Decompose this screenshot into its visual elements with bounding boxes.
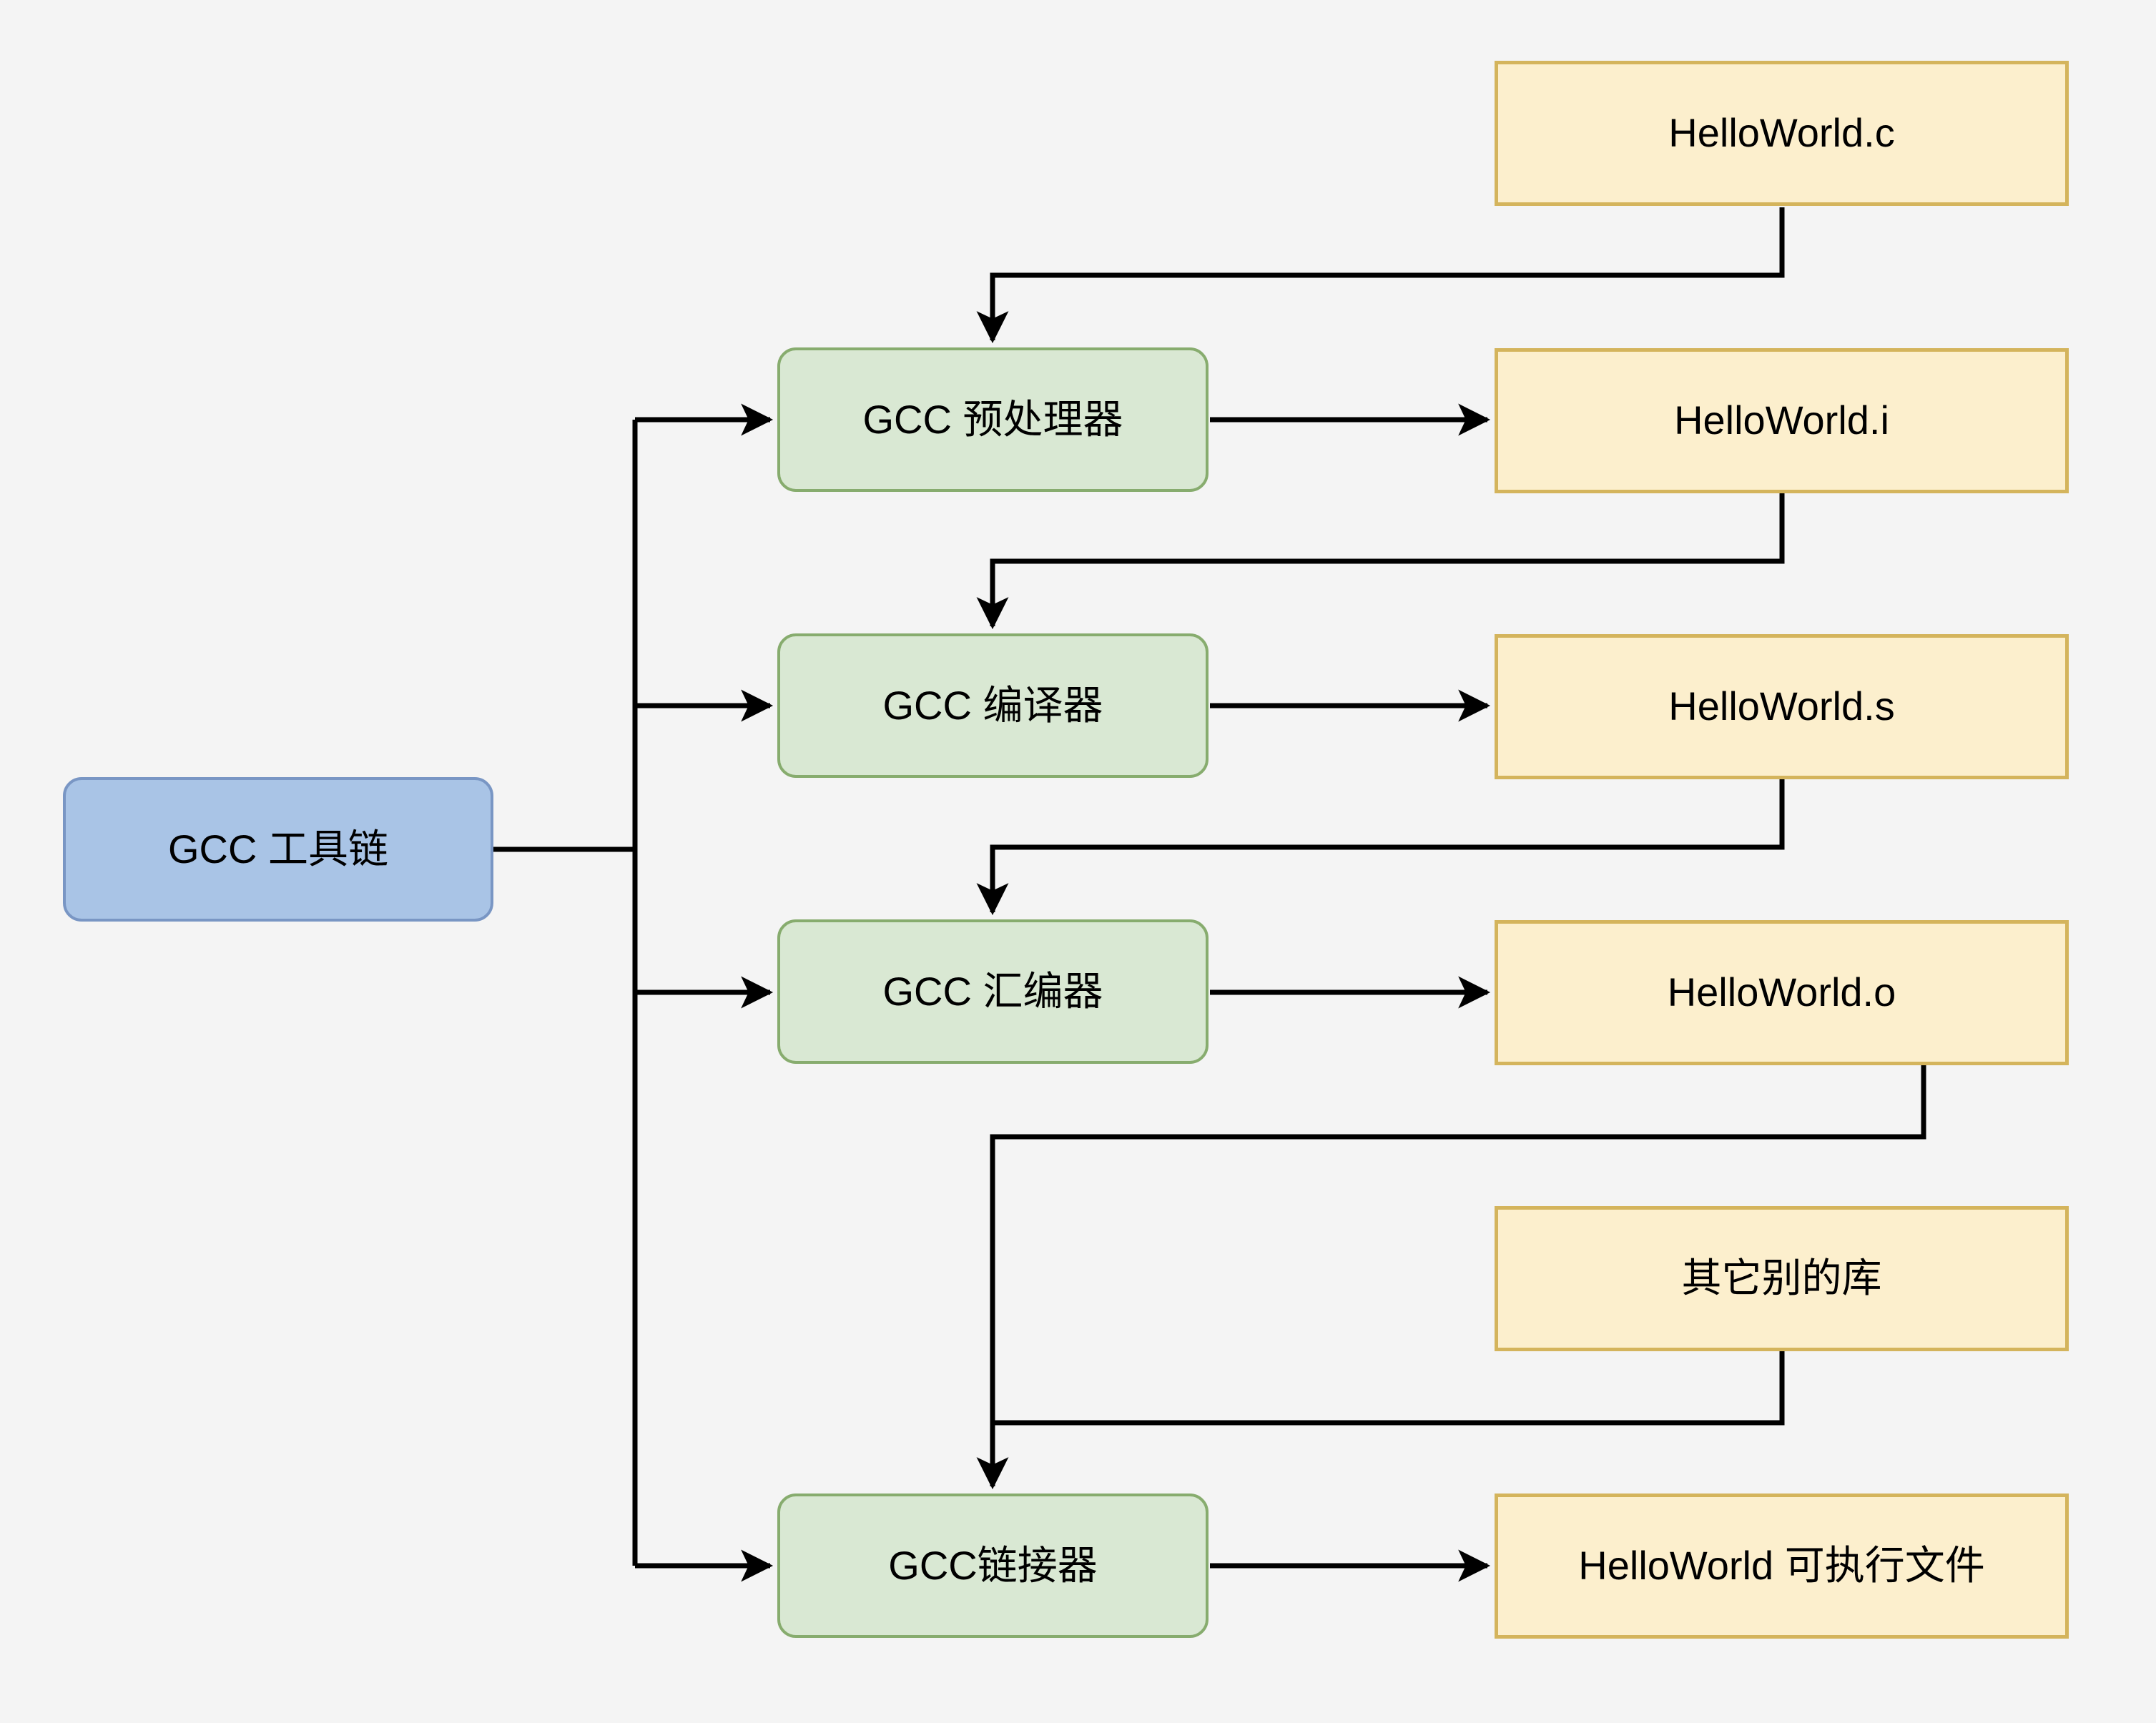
node-gcc-linker[interactable]: GCC链接器 — [777, 1494, 1209, 1638]
node-file-other-libraries[interactable]: 其它别的库 — [1495, 1206, 2069, 1351]
node-file-helloworld-c[interactable]: HelloWorld.c — [1495, 61, 2069, 206]
edge-i-to-compiler — [976, 493, 1785, 630]
node-gcc-assembler[interactable]: GCC 汇编器 — [777, 919, 1209, 1064]
node-file-helloworld-executable-label: HelloWorld 可执行文件 — [1578, 1543, 1985, 1589]
node-gcc-preprocessor[interactable]: GCC 预处理器 — [777, 347, 1209, 492]
node-file-helloworld-o[interactable]: HelloWorld.o — [1495, 920, 2069, 1065]
node-file-helloworld-o-label: HelloWorld.o — [1667, 969, 1896, 1015]
node-file-helloworld-s[interactable]: HelloWorld.s — [1495, 634, 2069, 779]
node-gcc-compiler-label: GCC 编译器 — [882, 682, 1103, 728]
edge-source-to-preprocessor — [976, 207, 1785, 344]
node-gcc-assembler-label: GCC 汇编器 — [882, 968, 1103, 1014]
node-file-helloworld-i[interactable]: HelloWorld.i — [1495, 348, 2069, 493]
node-file-helloworld-c-label: HelloWorld.c — [1668, 110, 1895, 156]
node-file-helloworld-executable[interactable]: HelloWorld 可执行文件 — [1495, 1494, 2069, 1639]
node-file-other-libraries-label: 其它别的库 — [1681, 1255, 1882, 1301]
node-file-helloworld-i-label: HelloWorld.i — [1674, 398, 1889, 443]
node-gcc-compiler[interactable]: GCC 编译器 — [777, 633, 1209, 778]
node-gcc-toolchain[interactable]: GCC 工具链 — [63, 777, 493, 922]
node-file-helloworld-s-label: HelloWorld.s — [1668, 683, 1895, 729]
node-gcc-linker-label: GCC链接器 — [888, 1542, 1098, 1588]
node-gcc-preprocessor-label: GCC 预处理器 — [862, 396, 1123, 442]
edge-s-to-assembler — [976, 779, 1785, 916]
node-gcc-toolchain-label: GCC 工具链 — [168, 826, 388, 872]
edge-libs-to-linker — [993, 1350, 1785, 1426]
